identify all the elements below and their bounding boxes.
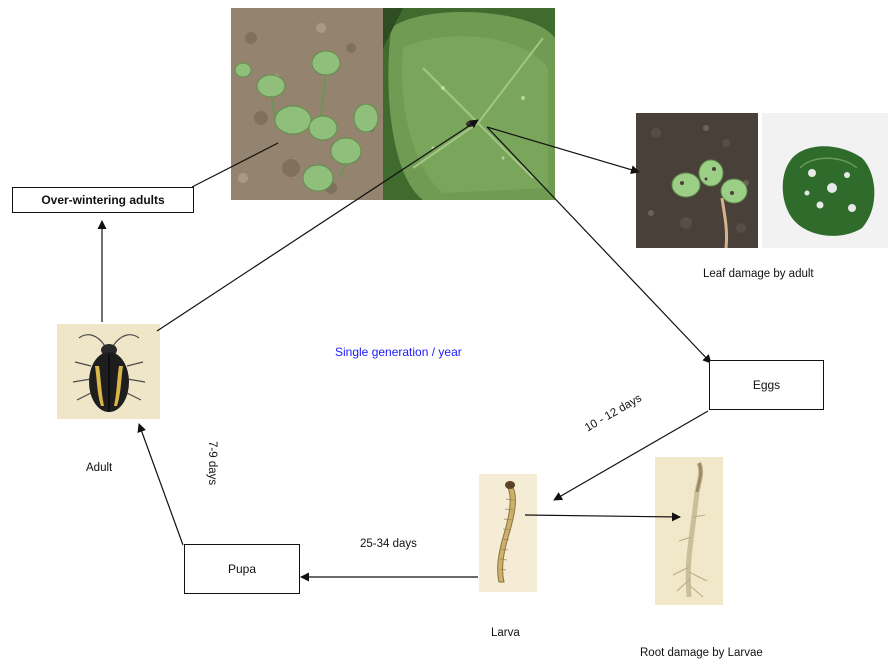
adult-label: Adult [86, 462, 112, 474]
leaf-damage-label: Leaf damage by adult [703, 268, 814, 280]
duration-pupa-to-adult: 7-9 days [206, 441, 218, 485]
arrow-pupa-to-adult [139, 424, 183, 545]
overwintering-adults-label: Over-wintering adults [41, 193, 164, 207]
arrow-leaf-to-eggs [487, 127, 711, 363]
line-overwintering-to-seedlings [192, 143, 278, 187]
eggs-box: Eggs [709, 360, 824, 410]
pupa-box: Pupa [184, 544, 300, 594]
eggs-label: Eggs [753, 378, 780, 392]
overwintering-adults-box: Over-wintering adults [12, 187, 194, 213]
pupa-label: Pupa [228, 562, 256, 576]
arrow-leaf-to-damage [487, 127, 639, 172]
root-damage-label: Root damage by Larvae [640, 647, 763, 659]
center-label: Single generation / year [335, 345, 462, 359]
duration-larva-to-pupa: 25-34 days [360, 538, 417, 550]
arrow-eggs-to-larva [554, 411, 708, 500]
arrow-adult-to-leaf [157, 120, 478, 331]
arrow-larva-to-root [525, 515, 680, 517]
larva-label: Larva [491, 627, 520, 639]
